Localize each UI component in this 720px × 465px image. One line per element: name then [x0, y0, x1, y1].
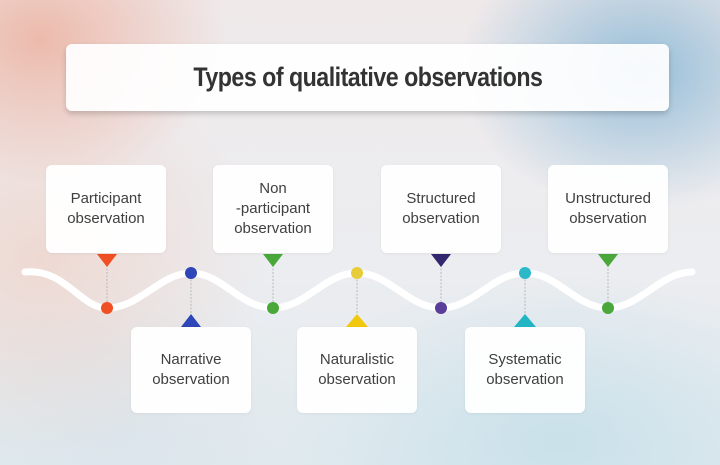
card-structured-observation: Structured observation	[381, 165, 501, 253]
dot-marker-icon	[435, 302, 447, 314]
triangle-up-icon	[346, 314, 368, 327]
dot-marker-icon	[185, 267, 197, 279]
triangle-down-icon	[431, 254, 451, 267]
triangle-up-icon	[181, 314, 201, 327]
dot-marker-icon	[267, 302, 279, 314]
card-label: Participant observation	[67, 190, 145, 227]
triangle-up-icon	[514, 314, 536, 327]
card-narrative-observation: Narrative observation	[131, 327, 251, 413]
dot-marker-icon	[101, 302, 113, 314]
triangle-down-icon	[598, 254, 618, 267]
card-label: Unstructured observation	[565, 190, 651, 227]
card-label: Systematic observation	[486, 351, 564, 388]
diagram-title: Types of qualitative observations	[193, 62, 543, 92]
card-label: Non -participant observation	[234, 180, 312, 237]
card-label: Structured observation	[402, 190, 480, 227]
card-participant-observation: Participant observation	[46, 165, 166, 253]
card-systematic-observation: Systematic observation	[465, 327, 585, 413]
card-non-participant-observation: Non -participant observation	[213, 165, 333, 253]
dot-marker-icon	[602, 302, 614, 314]
triangle-down-icon	[97, 254, 117, 267]
triangle-down-icon	[263, 254, 283, 267]
card-naturalistic-observation: Naturalistic observation	[297, 327, 417, 413]
dot-marker-icon	[519, 267, 531, 279]
dot-marker-icon	[351, 267, 363, 279]
card-label: Naturalistic observation	[318, 351, 396, 388]
title-banner: Types of qualitative observations	[66, 44, 669, 111]
card-unstructured-observation: Unstructured observation	[548, 165, 668, 253]
card-label: Narrative observation	[152, 351, 230, 388]
